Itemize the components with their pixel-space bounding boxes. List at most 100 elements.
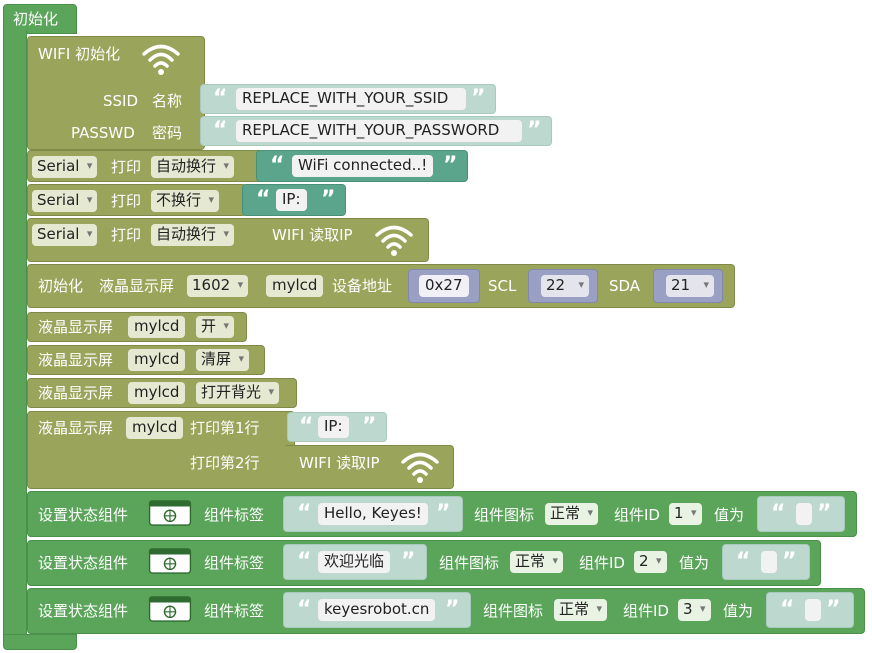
lcd-sda-label: SDA bbox=[609, 277, 641, 295]
init-block-spine bbox=[3, 30, 27, 642]
serial-port-dropdown[interactable]: Serial bbox=[32, 156, 98, 178]
widget-label: 设置状态组件 bbox=[38, 602, 129, 620]
wifi-init-label: WIFI 初始化 bbox=[38, 45, 121, 63]
widget-id-dropdown[interactable]: 1 bbox=[669, 503, 702, 525]
widget-tag-input[interactable]: Hello, Keyes! bbox=[318, 503, 428, 525]
lcd-print-row2-block bbox=[286, 445, 454, 489]
lcd-display-label: 液晶显示屏 bbox=[38, 384, 114, 402]
lcd-cmd-dropdown[interactable]: 打开背光 bbox=[196, 382, 280, 404]
wifi-read-ip-label: WIFI 读取IP bbox=[299, 454, 380, 472]
close-quote-icon: ” bbox=[826, 597, 841, 622]
lcd-display-label: 液晶显示屏 bbox=[99, 277, 175, 295]
browser-window-icon bbox=[148, 548, 192, 574]
close-quote-icon: ” bbox=[445, 597, 460, 622]
lcd-init-block[interactable] bbox=[27, 264, 735, 308]
lcd-name-field[interactable]: mylcd bbox=[128, 316, 186, 338]
widget-tag-input[interactable]: 欢迎光临 bbox=[318, 551, 391, 573]
lcd-row1-label: 打印第1行 bbox=[190, 419, 260, 437]
close-quote-icon: ” bbox=[527, 118, 542, 143]
serial-port-dropdown[interactable]: Serial bbox=[32, 190, 98, 212]
widget-value-label: 值为 bbox=[679, 554, 710, 572]
widget-icon-label: 组件图标 bbox=[474, 506, 535, 524]
wifi-read-ip-label: WIFI 读取IP bbox=[272, 226, 353, 244]
close-quote-icon: ” bbox=[471, 86, 486, 111]
lcd-cmd-dropdown[interactable]: 清屏 bbox=[196, 349, 250, 371]
lcd-sda-dropdown[interactable]: 21 bbox=[666, 275, 714, 297]
widget-id-dropdown[interactable]: 3 bbox=[678, 599, 711, 621]
serial-port-dropdown[interactable]: Serial bbox=[32, 224, 98, 246]
widget-tag-label: 组件标签 bbox=[204, 602, 265, 620]
open-quote-icon: “ bbox=[780, 597, 795, 622]
widget-id-label: 组件ID bbox=[614, 506, 660, 524]
lcd-addr-label: 设备地址 bbox=[332, 277, 393, 295]
ssid-label: SSID bbox=[103, 92, 139, 110]
init-block[interactable] bbox=[3, 4, 77, 34]
widget-icon-dropdown[interactable]: 正常 bbox=[554, 599, 608, 621]
close-quote-icon: ” bbox=[362, 414, 377, 439]
close-quote-icon: ” bbox=[443, 153, 458, 178]
lcd-name-field[interactable]: mylcd bbox=[126, 417, 184, 439]
open-quote-icon: “ bbox=[771, 501, 786, 526]
serial-action-label: 打印 bbox=[111, 158, 142, 176]
close-quote-icon: ” bbox=[401, 549, 416, 574]
lcd-display-label: 液晶显示屏 bbox=[38, 351, 114, 369]
widget-value-input[interactable] bbox=[805, 599, 821, 621]
wifi-icon bbox=[142, 44, 180, 75]
wifi-icon bbox=[401, 452, 439, 483]
serial-mode-dropdown[interactable]: 不换行 bbox=[151, 190, 220, 212]
widget-tag-input[interactable]: keyesrobot.cn bbox=[318, 599, 436, 621]
lcd-cmd-dropdown[interactable]: 开 bbox=[196, 316, 235, 338]
open-quote-icon: “ bbox=[256, 187, 271, 212]
widget-value-input[interactable] bbox=[796, 503, 812, 525]
open-quote-icon: “ bbox=[213, 118, 228, 143]
ssid-input[interactable]: REPLACE_WITH_YOUR_SSID bbox=[236, 88, 466, 110]
serial-action-label: 打印 bbox=[111, 226, 142, 244]
lcd-row2-label: 打印第2行 bbox=[190, 454, 260, 472]
browser-window-icon bbox=[148, 500, 192, 526]
open-quote-icon: “ bbox=[213, 86, 228, 111]
widget-value-label: 值为 bbox=[714, 506, 745, 524]
widget-id-dropdown[interactable]: 2 bbox=[634, 551, 667, 573]
wifi-init-block[interactable] bbox=[27, 36, 205, 150]
close-quote-icon: ” bbox=[321, 187, 336, 212]
serial-mode-dropdown[interactable]: 自动换行 bbox=[151, 156, 235, 178]
lcd-model-dropdown[interactable]: 1602 bbox=[187, 275, 249, 297]
open-quote-icon: “ bbox=[270, 153, 285, 178]
lcd-scl-dropdown[interactable]: 22 bbox=[541, 275, 589, 297]
ssid-sub-label: 名称 bbox=[152, 92, 183, 110]
widget-label: 设置状态组件 bbox=[38, 506, 129, 524]
open-quote-icon: “ bbox=[297, 597, 312, 622]
widget-value-input[interactable] bbox=[761, 551, 777, 573]
widget-icon-dropdown[interactable]: 正常 bbox=[545, 503, 599, 525]
widget-icon-dropdown[interactable]: 正常 bbox=[510, 551, 564, 573]
browser-window-icon bbox=[148, 596, 192, 622]
widget-value-label: 值为 bbox=[723, 602, 754, 620]
lcd-print-block[interactable] bbox=[27, 411, 295, 489]
lcd-display-label: 液晶显示屏 bbox=[38, 318, 114, 336]
text-input[interactable]: IP: bbox=[276, 189, 307, 211]
passwd-sub-label: 密码 bbox=[152, 124, 183, 142]
open-quote-icon: “ bbox=[297, 549, 312, 574]
lcd-row1-input[interactable]: IP: bbox=[318, 416, 349, 438]
open-quote-icon: “ bbox=[299, 414, 314, 439]
widget-icon-label: 组件图标 bbox=[483, 602, 544, 620]
passwd-label: PASSWD bbox=[71, 124, 135, 142]
text-input[interactable]: WiFi connected..! bbox=[292, 155, 434, 177]
wifi-icon bbox=[375, 225, 413, 256]
widget-value-string-block[interactable] bbox=[766, 592, 854, 628]
close-quote-icon: ” bbox=[782, 549, 797, 574]
widget-id-label: 组件ID bbox=[623, 602, 669, 620]
passwd-input[interactable]: REPLACE_WITH_YOUR_PASSWORD bbox=[236, 120, 522, 142]
lcd-name-field[interactable]: mylcd bbox=[128, 382, 186, 404]
lcd-name-field[interactable]: mylcd bbox=[266, 275, 324, 297]
close-quote-icon: ” bbox=[817, 501, 832, 526]
serial-action-label: 打印 bbox=[111, 192, 142, 210]
widget-label: 设置状态组件 bbox=[38, 554, 129, 572]
serial-mode-dropdown[interactable]: 自动换行 bbox=[151, 224, 235, 246]
lcd-name-field[interactable]: mylcd bbox=[128, 349, 186, 371]
widget-id-label: 组件ID bbox=[579, 554, 625, 572]
init-label: 初始化 bbox=[13, 10, 59, 28]
open-quote-icon: “ bbox=[736, 549, 751, 574]
lcd-addr-input[interactable]: 0x27 bbox=[419, 275, 469, 297]
lcd-display-label: 液晶显示屏 bbox=[38, 419, 114, 437]
